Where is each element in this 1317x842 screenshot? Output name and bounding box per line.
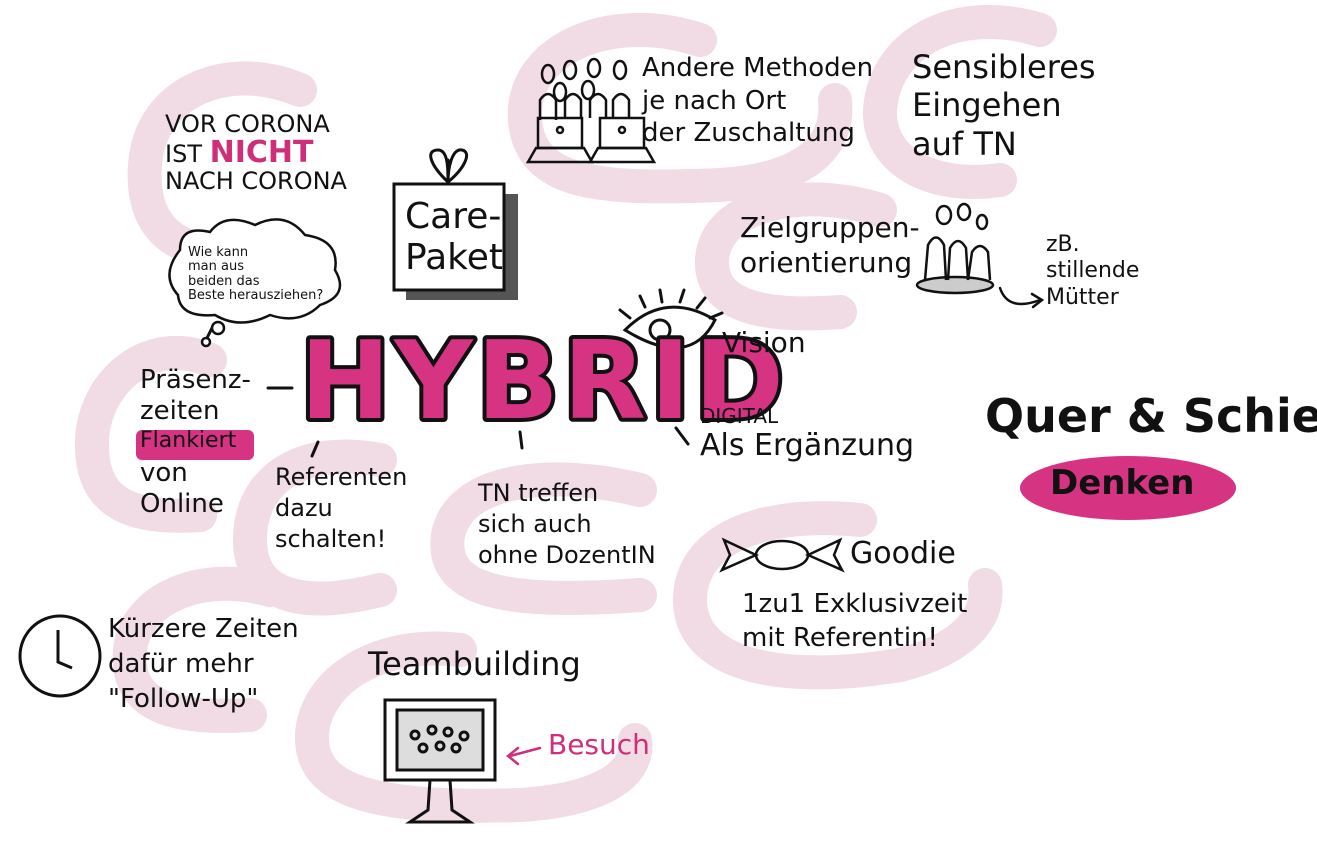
arrow-icon xyxy=(998,286,1045,309)
sensibleres-note: Sensibleres Eingehen auf TN xyxy=(912,48,1096,163)
flankiert-highlight xyxy=(136,430,254,460)
kuerzere-line3: "Follow-Up" xyxy=(108,684,259,715)
praesenz-note: Präsenz- zeiten Flankiert von Online xyxy=(140,365,251,520)
vor-corona-line3: NACH CORONA xyxy=(165,166,347,195)
thought-line-2: man aus xyxy=(188,259,244,275)
vor-corona-line1: VOR CORONA xyxy=(165,110,330,138)
referenten-note: Referenten dazu schalten! xyxy=(275,462,407,556)
vor-corona-line2-pre: IST xyxy=(165,140,202,169)
andere-methoden-line2: je nach Ort xyxy=(642,85,787,116)
care-paket-line1: Care- xyxy=(405,196,502,237)
praesenz-flankiert: Flankiert xyxy=(140,428,237,454)
goodie-label: Goodie xyxy=(850,536,956,571)
hybrid-title: HYBRID xyxy=(300,319,788,444)
goodie-line1: 1zu1 Exklusivzeit xyxy=(742,589,968,619)
andere-methoden-note: Andere Methoden je nach Ort der Zuschalt… xyxy=(642,52,873,150)
kuerzere-note: Kürzere Zeiten dafür mehr "Follow-Up" xyxy=(108,612,299,717)
zielgruppen-line2: orientierung xyxy=(740,246,913,279)
gift-bow-icon xyxy=(429,148,468,184)
kuerzere-line2: dafür mehr xyxy=(108,649,254,680)
referenten-line3: schalten! xyxy=(275,525,387,554)
zielgruppen-line1: Zielgruppen- xyxy=(740,211,920,244)
care-paket-line2: Paket xyxy=(405,237,503,279)
monitor-icon xyxy=(383,698,497,824)
thought-line-1: Wie kann xyxy=(188,245,249,260)
thought-bubble xyxy=(168,218,342,348)
digital-line1: DIGITAL xyxy=(700,404,779,428)
andere-methoden-line1: Andere Methoden xyxy=(642,53,874,83)
teambuilding-label: Teambuilding xyxy=(368,645,581,683)
sensibleres-line3: auf TN xyxy=(912,124,1017,163)
besuch-label: Besuch xyxy=(548,728,650,761)
hybrid-title-art: HYBRID xyxy=(296,315,788,448)
stillende-note: zB. stillende Mütter xyxy=(1046,232,1139,311)
quer-schief-title: Quer & Schief xyxy=(985,389,1317,443)
stillende-line1: zB. xyxy=(1046,232,1080,257)
tn-treffen-line2: sich auch xyxy=(478,510,592,539)
digital-line2: Als Ergänzung xyxy=(700,428,915,463)
goodie-line2: mit Referentin! xyxy=(742,622,938,653)
people-group-icon xyxy=(538,57,631,120)
people-group-icon xyxy=(915,202,995,295)
kuerzere-line1: Kürzere Zeiten xyxy=(108,614,299,644)
thought-line-4: Beste herausziehen? xyxy=(188,287,324,303)
praesenz-line4: von xyxy=(140,458,188,489)
tn-treffen-note: TN treffen sich auch ohne DozentIN xyxy=(478,478,656,572)
candy-icon xyxy=(719,537,845,573)
sensibleres-line2: Eingehen xyxy=(912,86,1062,125)
eye-icon xyxy=(618,288,724,350)
praesenz-line1: Präsenz- xyxy=(140,365,251,395)
referenten-line1: Referenten xyxy=(275,463,408,491)
arrow-icon xyxy=(505,746,542,766)
denken-label: Denken xyxy=(1050,463,1195,503)
vor-corona-nicht: NICHT xyxy=(209,135,314,171)
stillende-line2: stillende xyxy=(1046,258,1140,284)
andere-methoden-line3: der Zuschaltung xyxy=(642,118,855,148)
goodie-note: 1zu1 Exklusivzeit mit Referentin! xyxy=(742,588,967,656)
background-blobs xyxy=(74,5,1057,823)
thought-bubble-text: Wie kann man aus beiden das Beste heraus… xyxy=(188,245,324,303)
praesenz-line2: zeiten xyxy=(140,395,220,426)
laptop-icon xyxy=(525,116,657,164)
zielgruppen-note: Zielgruppen- orientierung xyxy=(740,210,920,280)
sensibleres-line1: Sensibleres xyxy=(912,48,1096,86)
thought-line-3: beiden das xyxy=(188,273,260,289)
vision-label: Vision xyxy=(722,326,806,359)
care-paket-label: Care- Paket xyxy=(405,196,503,279)
praesenz-line5: Online xyxy=(140,488,224,519)
denken-highlight xyxy=(1020,456,1236,520)
stillende-line3: Mütter xyxy=(1046,284,1119,310)
tn-treffen-line3: ohne DozentIN xyxy=(478,541,656,570)
digital-note: DIGITAL Als Ergänzung xyxy=(700,404,914,464)
clock-icon xyxy=(18,614,102,698)
tn-treffen-line1: TN treffen xyxy=(478,479,599,507)
referenten-line2: dazu xyxy=(275,494,333,523)
care-paket-box xyxy=(392,182,518,300)
vor-corona-note: VOR CORONA IST NICHT NACH CORONA xyxy=(165,110,347,195)
